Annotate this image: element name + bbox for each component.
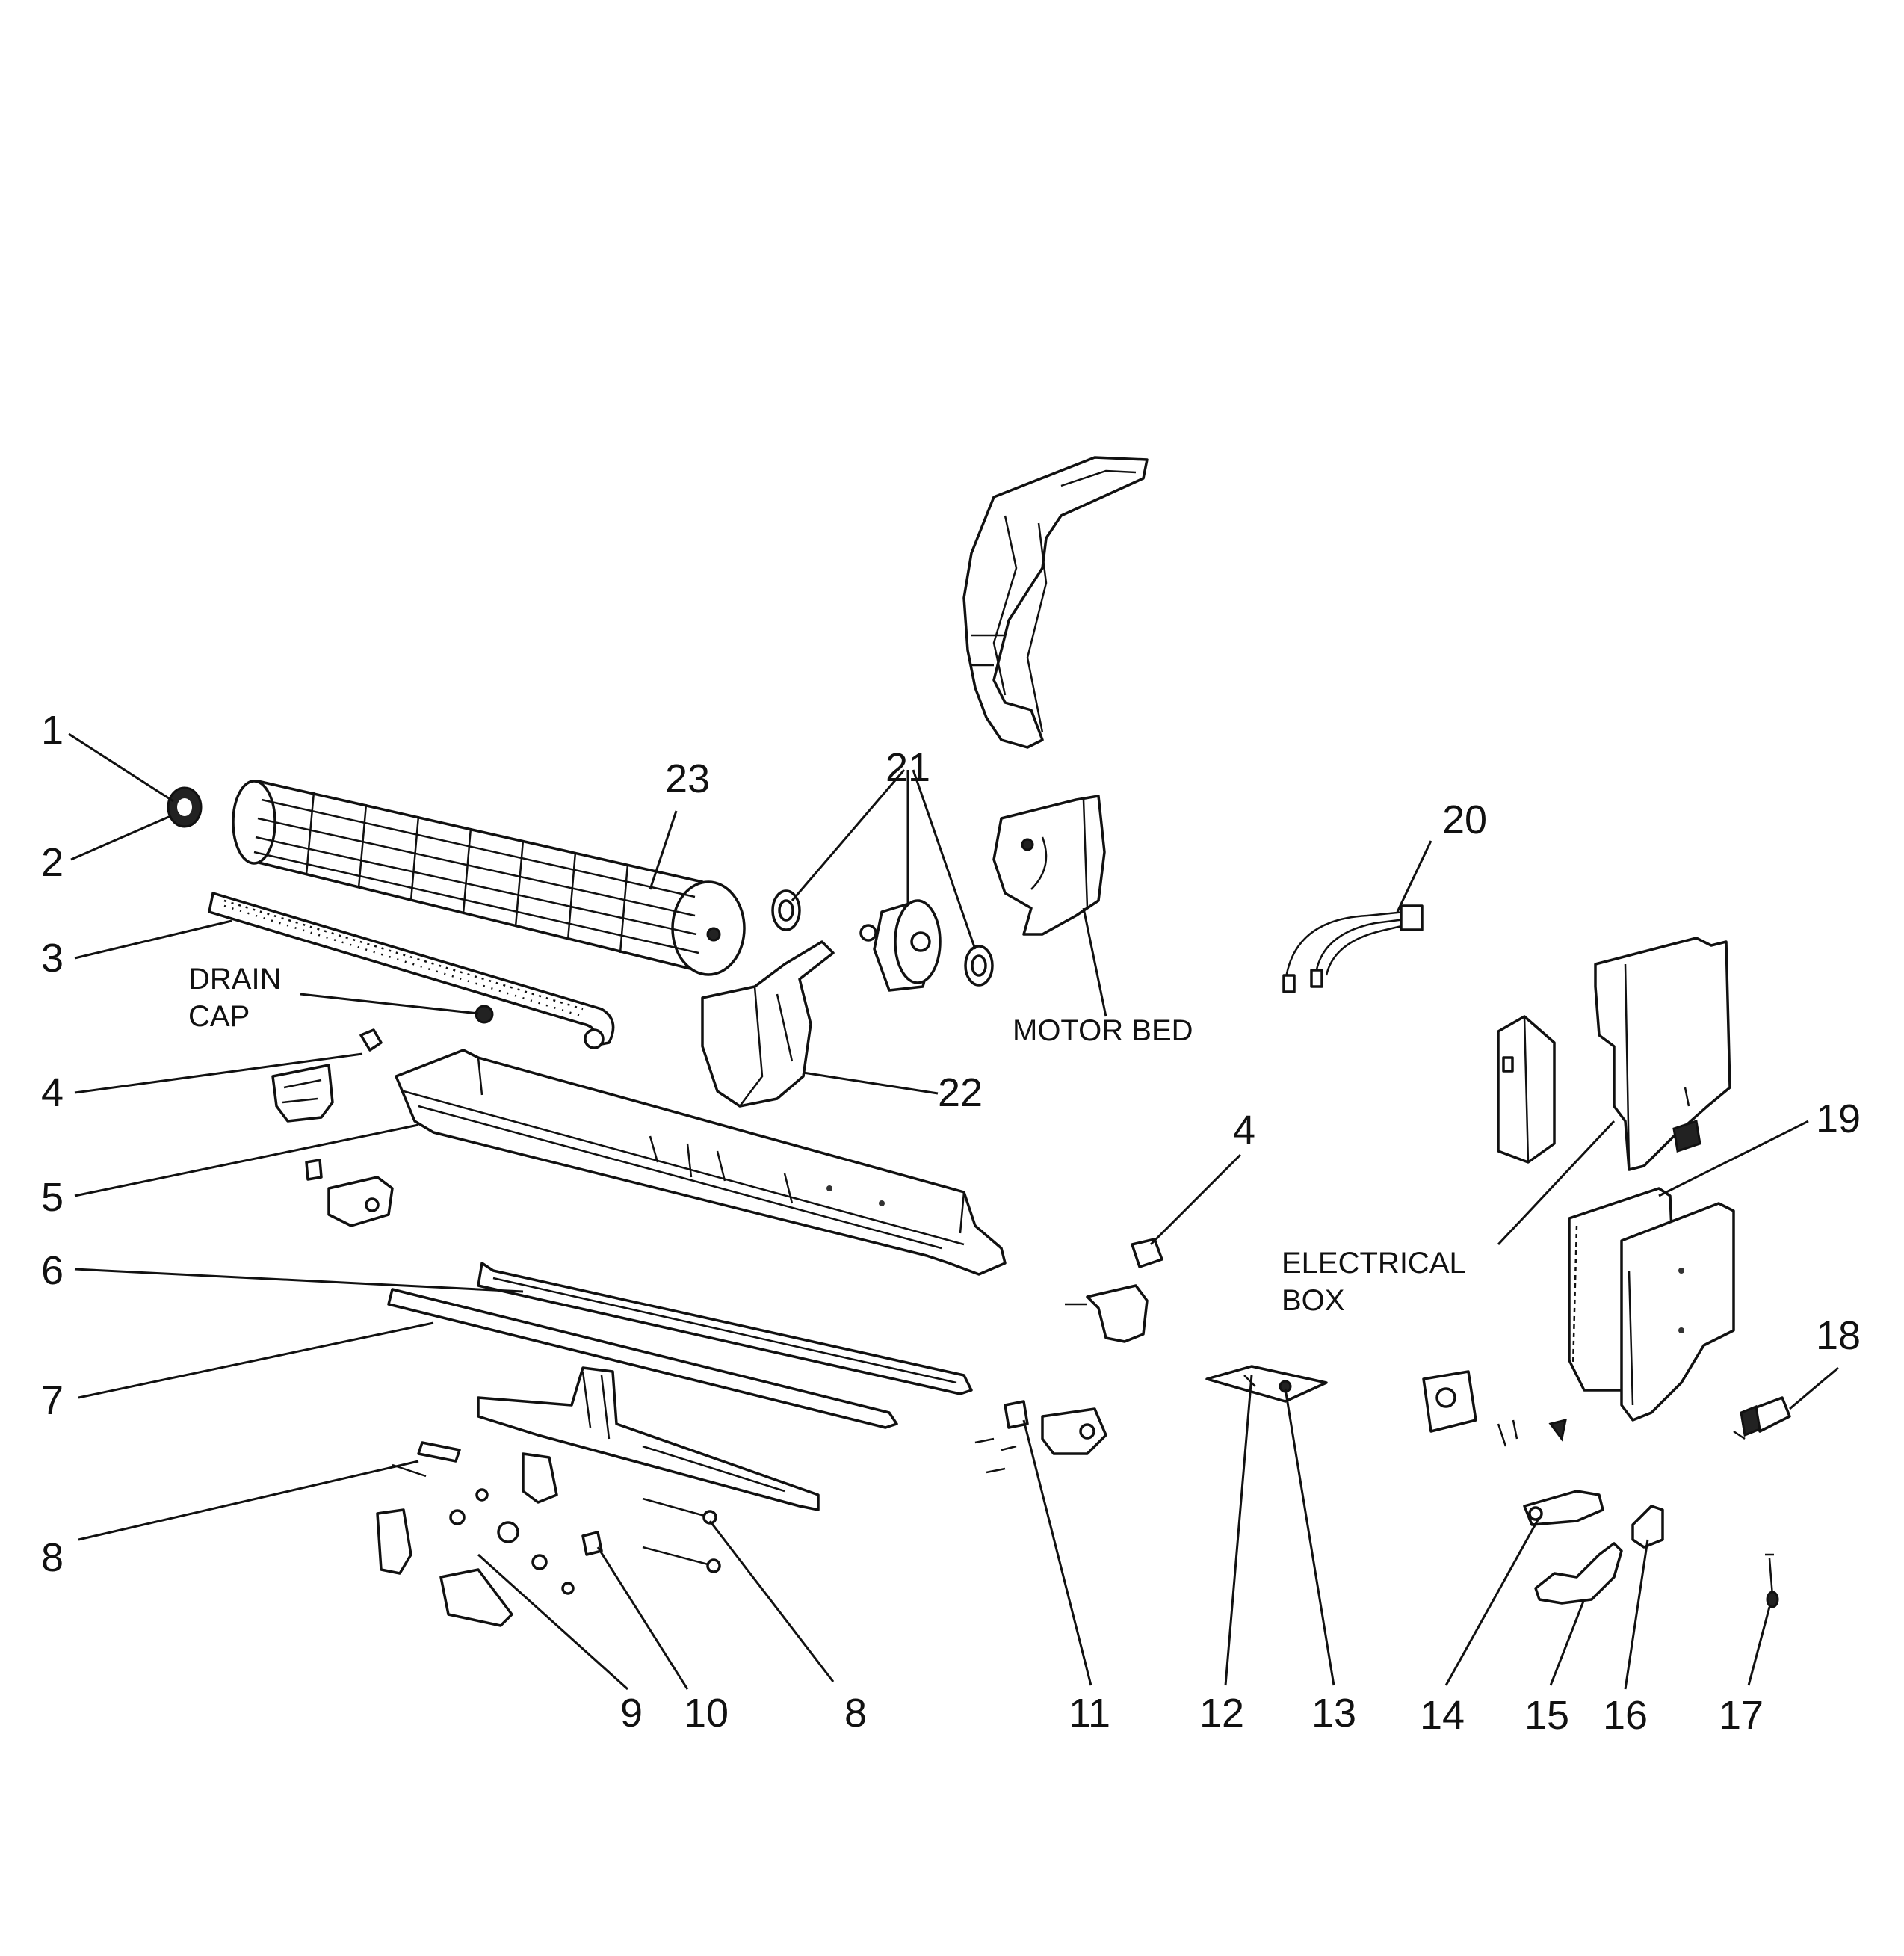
small-parts-cluster-part [376, 1441, 721, 1627]
callout-17: 17 [1719, 1693, 1764, 1738]
mounting-plate-part [1205, 1365, 1328, 1403]
callout-20: 20 [1442, 797, 1487, 842]
label-motor-bed: MOTOR BED [1013, 1014, 1193, 1047]
cross-flow-fan-part [232, 780, 746, 976]
drain-hose-part [208, 892, 615, 1049]
swing-motor-clip-left-part [271, 1028, 394, 1227]
callout-13: 13 [1311, 1691, 1356, 1736]
callout-16: 16 [1603, 1693, 1648, 1738]
louver-6-part [477, 1262, 973, 1395]
callout-4-right: 4 [1233, 1108, 1255, 1153]
label-electrical-box-line2: BOX [1282, 1284, 1344, 1317]
drain-pan-part [395, 1049, 1007, 1276]
top-bracket-part [962, 456, 1149, 749]
wire-harness-part [1282, 904, 1424, 993]
connector-part [1733, 1396, 1791, 1440]
motor-bed-part [992, 795, 1106, 936]
callout-1: 1 [41, 708, 64, 753]
louver-7-part [387, 1288, 898, 1429]
callout-15: 15 [1524, 1693, 1569, 1738]
swing-motor-clip-right-part [1065, 1238, 1163, 1343]
motor-and-bearings-part [771, 889, 994, 992]
callout-3: 3 [41, 936, 64, 981]
callout-19: 19 [1816, 1096, 1861, 1141]
callout-23: 23 [665, 756, 710, 801]
callout-7: 7 [41, 1378, 64, 1423]
callout-11: 11 [1069, 1691, 1110, 1736]
electrical-box-part [1568, 1187, 1735, 1422]
callout-21: 21 [885, 745, 930, 790]
callout-2: 2 [41, 840, 64, 885]
label-drain-cap-line2: CAP [188, 1000, 250, 1033]
swing-motor-part [974, 1400, 1107, 1474]
lower-louver-assembly-part [477, 1366, 820, 1511]
terminal-parts [1523, 1490, 1664, 1605]
callout-18: 18 [1816, 1313, 1861, 1358]
callout-6: 6 [41, 1248, 64, 1293]
callout-8-right: 8 [844, 1691, 867, 1736]
callout-10: 10 [684, 1691, 729, 1736]
fan-bushing-part [167, 786, 203, 828]
relay-part [1422, 1370, 1567, 1447]
leader-lines [68, 732, 1839, 1691]
label-electrical-box-line1: ELECTRICAL [1282, 1247, 1466, 1280]
callout-9: 9 [620, 1691, 643, 1736]
label-drain-cap-line1: DRAIN [188, 963, 281, 996]
callout-22: 22 [938, 1070, 983, 1115]
callout-12: 12 [1199, 1691, 1244, 1736]
motor-cover-part [701, 940, 835, 1108]
drain-cap-part [475, 1005, 494, 1024]
callout-8-left: 8 [41, 1535, 64, 1580]
callout-5: 5 [41, 1175, 64, 1220]
electrical-box-cover-part [1497, 937, 1731, 1171]
callout-14: 14 [1420, 1693, 1465, 1738]
callout-4-left: 4 [41, 1070, 64, 1115]
temperature-sensor-part [1765, 1553, 1779, 1608]
